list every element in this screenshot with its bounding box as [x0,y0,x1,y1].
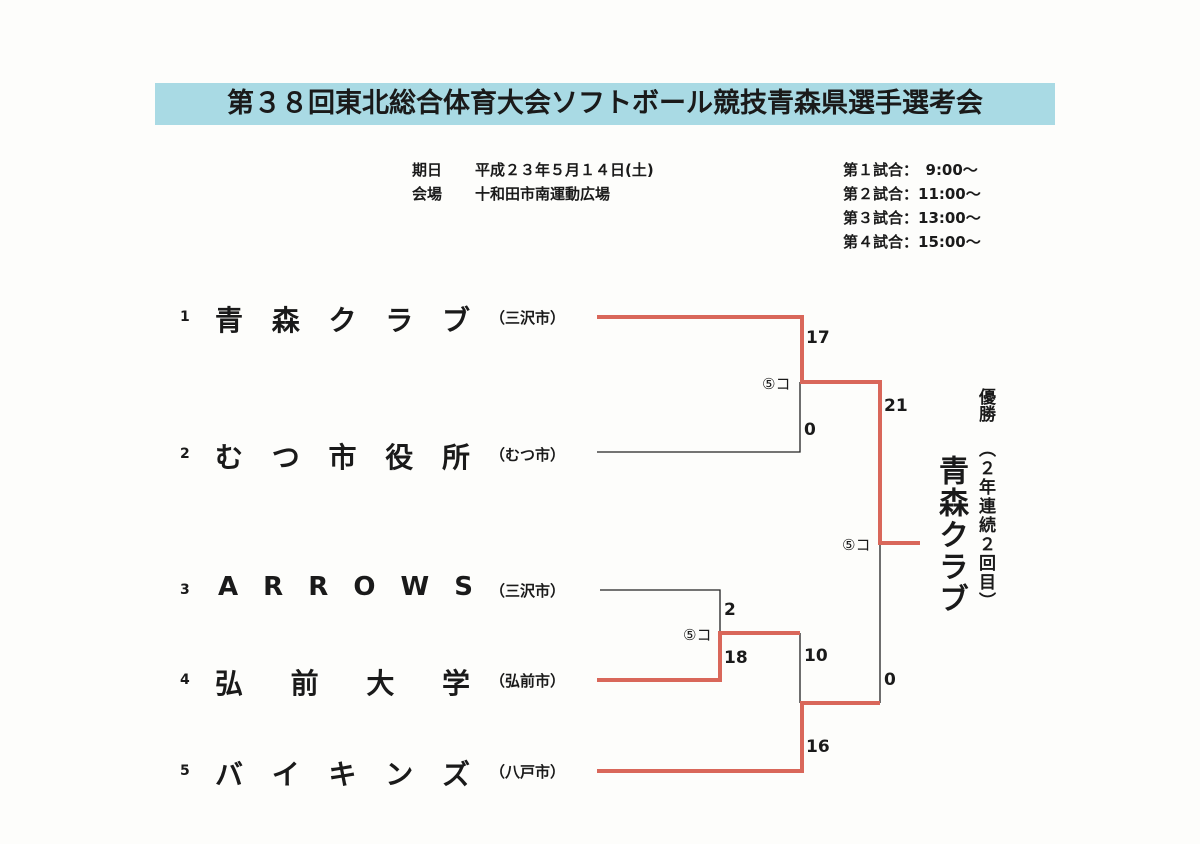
team-city: （むつ市） [490,446,566,464]
page-title: 第３８回東北総合体育大会ソフトボール競技青森県選手選考会 [155,83,1055,125]
team-name-char: 学 [441,667,470,700]
team-name-char: 森 [271,304,300,337]
team-name: 青森クラブ [215,299,470,339]
line-team2 [597,382,801,453]
schedule-1: 第１試合： 9:00～ [843,161,978,179]
team-number: 3 [180,582,190,598]
venue-label: 会場 [412,185,443,203]
score-semi-top: 10 [804,646,828,666]
winner-path-team4 [597,631,800,682]
team-name-char: A [218,572,239,602]
team-name-char: R [308,572,329,602]
line-team3 [600,589,721,633]
team-city: （三沢市） [490,582,566,600]
score-team2-r1: 0 [804,420,816,440]
score-team1-r1: 17 [806,328,830,348]
team-city: （三沢市） [490,309,566,327]
team-name-char: 青 [215,304,244,337]
team-name-char: O [353,572,376,602]
called-game-mark: ⑤コ [683,626,712,644]
winner-path-team1 [597,315,920,545]
schedule-4: 第４試合：15:00～ [843,233,981,251]
team-name-char: む [215,441,244,474]
team-name-char: つ [271,441,300,474]
called-game-mark: ⑤コ [762,375,791,393]
team-name-char: 弘 [215,667,244,700]
champion-note: （２年連続２回目） [975,440,995,611]
team-city: （八戸市） [490,763,566,781]
champion-name: 青森クラブ [933,455,968,615]
team-name-char: ズ [441,758,470,791]
team-name-char: ン [385,758,414,791]
team-name-char: 役 [385,441,414,474]
team-number: 1 [180,309,190,325]
team-name-char: S [454,572,473,602]
team-name-char: 前 [290,667,319,700]
schedule-2: 第２試合：11:00～ [843,185,981,203]
team-name: 弘前大学 [215,662,470,702]
score-team5: 16 [806,737,830,757]
champion-label: 優勝 [975,388,995,422]
called-game-mark: ⑤コ [842,536,871,554]
schedule-3: 第３試合：13:00～ [843,209,981,227]
team-name: バイキンズ [215,753,470,793]
team-name-char: 大 [366,667,395,700]
team-name-char: ク [328,304,357,337]
team-number: 2 [180,446,190,462]
team-name-char: 所 [441,441,470,474]
team-name-char: 市 [328,441,357,474]
venue-value: 十和田市南運動広場 [475,185,611,203]
team-name-char: バ [215,758,244,791]
team-name-char: R [263,572,284,602]
team-name-char: W [400,572,430,602]
team-city: （弘前市） [490,672,566,690]
date-value: 平成２３年５月１４日(土) [475,161,654,179]
team-number: 5 [180,763,190,779]
team-name: むつ市役所 [215,436,470,476]
team-name-char: ブ [441,304,470,337]
date-label: 期日 [412,161,443,179]
winner-path-team5 [597,701,880,773]
score-team4-r1: 18 [724,648,748,668]
score-final-bottom: 0 [884,670,896,690]
score-team3-r1: 2 [724,600,736,620]
team-name-char: キ [328,758,357,791]
team-number: 4 [180,672,190,688]
team-name-char: イ [271,758,300,791]
team-name-char: ラ [385,304,414,337]
score-final-top: 21 [884,396,908,416]
